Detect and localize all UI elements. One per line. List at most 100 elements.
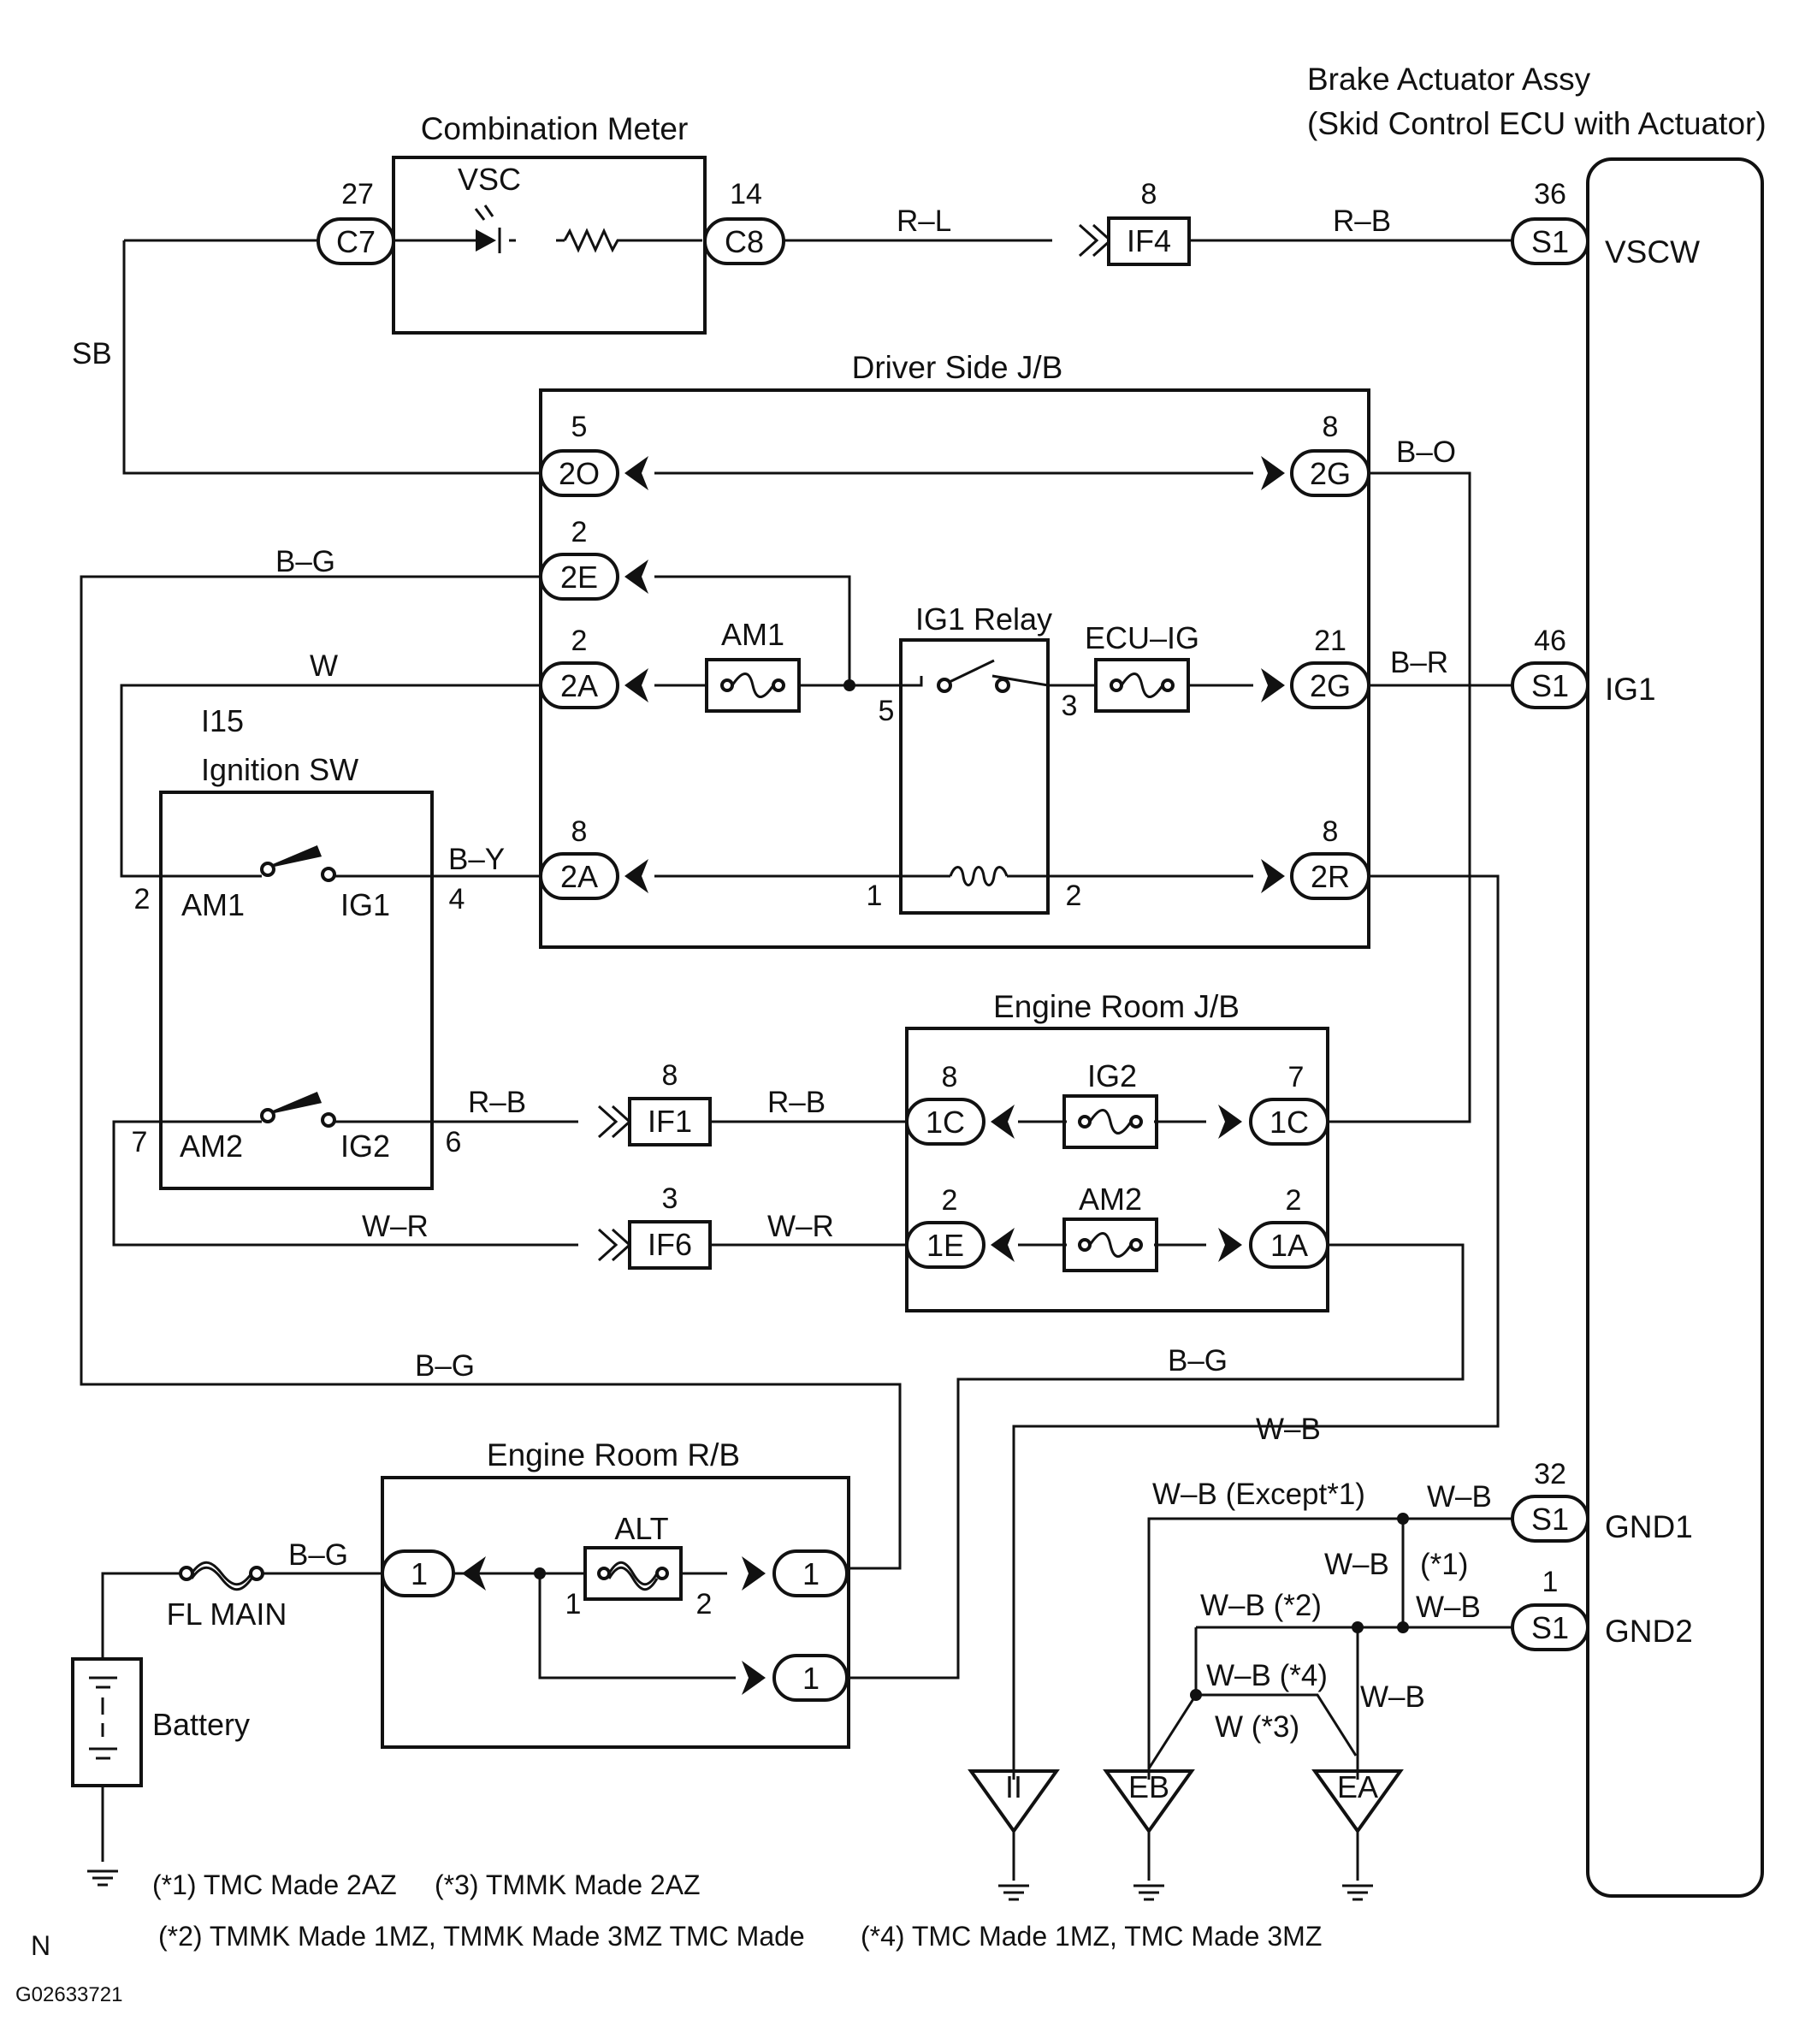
engine-room-rb: Engine Room R/B ALT 1 2 — [381, 1437, 850, 1749]
sw-pin-7: 7 — [132, 1126, 148, 1158]
alt-pin-2: 2 — [696, 1588, 713, 1620]
svg-text:S1: S1 — [1531, 668, 1569, 703]
alt-pin-1: 1 — [565, 1588, 582, 1620]
wire-rb-1c: R–B — [767, 1086, 826, 1119]
brake-actuator-line2: (Skid Control ECU with Actuator) — [1307, 106, 1767, 141]
sw-am1-label: AM1 — [181, 887, 245, 922]
svg-text:14: 14 — [730, 178, 762, 210]
ignition-sw-label: Ignition SW — [201, 752, 358, 787]
svg-text:2A: 2A — [560, 859, 598, 894]
wire-bg-fl: B–G — [288, 1538, 348, 1572]
svg-text:S1: S1 — [1531, 1610, 1569, 1645]
note-2: (*2) TMMK Made 1MZ, TMMK Made 3MZ TMC Ma… — [158, 1921, 805, 1952]
svg-text:8: 8 — [571, 815, 588, 848]
footnotes: (*1) TMC Made 2AZ (*3) TMMK Made 2AZ (*2… — [15, 1869, 1322, 2006]
grounds: II EB EA — [968, 1769, 1404, 1901]
svg-text:S1: S1 — [1531, 224, 1569, 259]
connector-2a-2: 2A2 — [539, 625, 619, 709]
rb-connector-bottom: 1 — [772, 1654, 849, 1702]
svg-text:46: 46 — [1534, 625, 1566, 657]
wires — [80, 239, 1514, 1881]
wire-wb-star2: W–B (*2) — [1200, 1589, 1322, 1622]
svg-text:2: 2 — [942, 1184, 958, 1217]
terminal-gnd1: GND1 — [1605, 1509, 1693, 1544]
connector-1a: 1A2 — [1249, 1184, 1329, 1269]
connector-1e: 1E2 — [905, 1184, 985, 1269]
connector-2r: 2R8 — [1290, 815, 1370, 900]
svg-text:C8: C8 — [725, 224, 764, 259]
svg-text:2G: 2G — [1310, 668, 1351, 703]
wire-wb-except1: W–B (Except*1) — [1152, 1478, 1365, 1511]
rb-connector-top: 1 — [772, 1549, 849, 1597]
svg-text:1C: 1C — [926, 1105, 965, 1140]
combination-meter-label: Combination Meter — [421, 111, 689, 146]
sw-am2-label: AM2 — [180, 1129, 243, 1164]
ground-eb: EB — [1103, 1769, 1195, 1901]
fl-main-fuse: FL MAIN — [167, 1561, 287, 1632]
svg-text:1E: 1E — [926, 1228, 964, 1263]
svg-text:2A: 2A — [560, 668, 598, 703]
svg-text:2G: 2G — [1310, 456, 1351, 491]
relay-pin-2: 2 — [1066, 880, 1082, 912]
wire-w-star3: W (*3) — [1215, 1710, 1299, 1744]
junction-dots — [534, 679, 1409, 1701]
svg-text:2: 2 — [1286, 1184, 1302, 1217]
svg-text:C7: C7 — [336, 224, 376, 259]
ground-ea: EA — [1311, 1769, 1404, 1901]
sw-pin-6: 6 — [446, 1126, 462, 1158]
vsc-label: VSC — [458, 162, 521, 197]
connector-1c-7: 1C7 — [1249, 1061, 1329, 1146]
svg-text:8: 8 — [1141, 178, 1157, 210]
svg-text:IF1: IF1 — [648, 1104, 692, 1139]
svg-text:2: 2 — [571, 625, 588, 657]
svg-text:1: 1 — [411, 1556, 428, 1591]
svg-text:EA: EA — [1337, 1769, 1378, 1804]
sw-pin-2: 2 — [134, 883, 151, 915]
vsc-led-icon — [476, 229, 496, 252]
wire-by: B–Y — [448, 843, 505, 876]
svg-text:II: II — [1005, 1769, 1022, 1804]
ignition-code: I15 — [201, 703, 244, 738]
ground-ii: II — [968, 1769, 1060, 1901]
rb-connector-left: 1 — [381, 1549, 455, 1597]
svg-text:32: 32 — [1534, 1458, 1566, 1490]
note-3: (*3) TMMK Made 2AZ — [435, 1869, 701, 1900]
wire-wr-if6: W–R — [362, 1210, 429, 1243]
wire-wb-star4: W–B (*4) — [1206, 1659, 1328, 1692]
sw-ig1-label: IG1 — [340, 887, 390, 922]
driver-jb-label: Driver Side J/B — [852, 350, 1063, 385]
svg-text:2R: 2R — [1311, 859, 1350, 894]
combination-meter: Combination Meter VSC — [392, 111, 707, 335]
ecu-ig-fuse-label: ECU–IG — [1085, 620, 1199, 655]
ignition-switch: I15 Ignition SW AM1 IG1 2 4 AM2 IG2 7 6 — [132, 703, 465, 1190]
svg-text:1C: 1C — [1270, 1105, 1309, 1140]
svg-text:5: 5 — [571, 411, 588, 443]
terminal-gnd2: GND2 — [1605, 1614, 1693, 1649]
wire-wr-1e: W–R — [767, 1210, 834, 1243]
brake-actuator-line1: Brake Actuator Assy — [1307, 62, 1591, 97]
connector-1c-8: 1C8 — [905, 1061, 985, 1146]
connector-2e: 2E2 — [539, 516, 619, 601]
svg-text:1: 1 — [802, 1661, 820, 1696]
connector-2o: 2O5 — [539, 411, 619, 497]
svg-text:8: 8 — [1323, 411, 1339, 443]
engine-room-jb-label: Engine Room J/B — [993, 989, 1240, 1024]
wire-br: B–R — [1390, 646, 1448, 679]
relay-pin-3: 3 — [1062, 690, 1078, 722]
battery: Battery — [71, 1657, 250, 1887]
svg-text:IF4: IF4 — [1127, 223, 1171, 258]
connector-2g-8: 2G8 — [1290, 411, 1370, 497]
fl-main-label: FL MAIN — [167, 1597, 287, 1632]
footer-n: N — [31, 1930, 50, 1961]
wire-w: W — [310, 649, 338, 683]
wire-rb-if1: R–B — [468, 1086, 526, 1119]
svg-text:8: 8 — [1323, 815, 1339, 848]
svg-text:7: 7 — [1288, 1061, 1305, 1093]
